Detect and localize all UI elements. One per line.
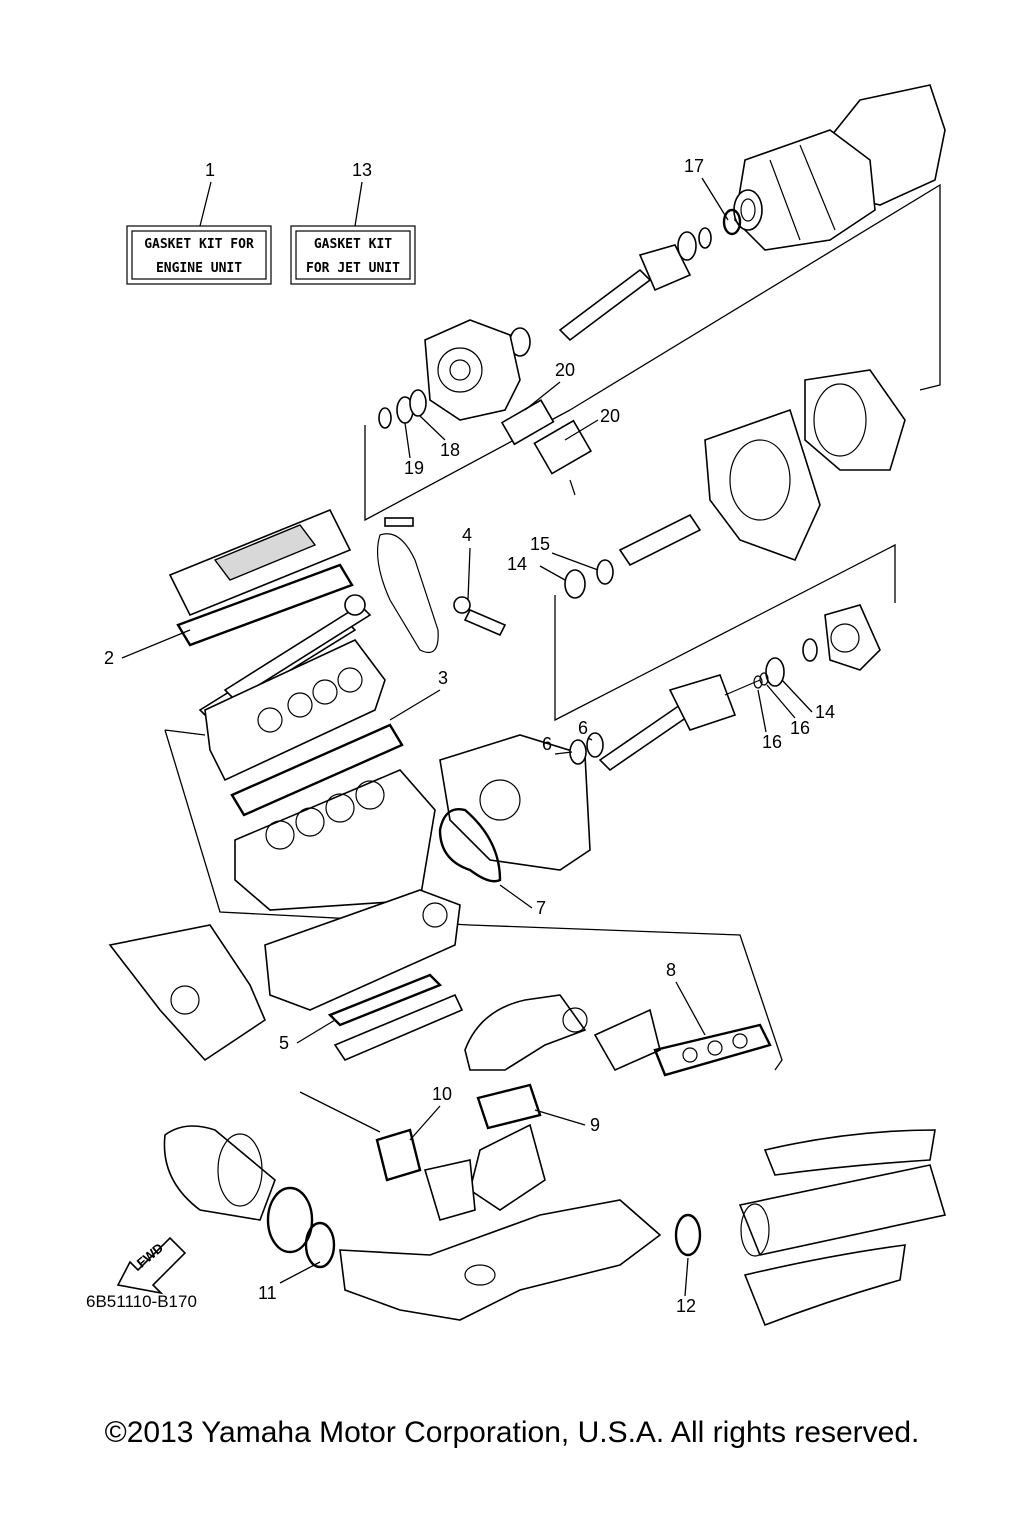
water-pump (453, 596, 507, 637)
exhaust-pipe (464, 994, 661, 1072)
gasket-9 (476, 1083, 542, 1130)
impeller-shaft-upper (509, 227, 712, 357)
copyright-notice: ©2013 Yamaha Motor Corporation, U.S.A. A… (104, 1416, 920, 1449)
fwd-arrow: FWD (116, 1236, 187, 1295)
kit-box-engine: 1 GASKET KIT FOR ENGINE UNIT (126, 160, 272, 285)
crankcase-cover (439, 734, 591, 871)
gasket-10 (375, 1128, 422, 1182)
seal-15 (596, 559, 614, 585)
head-gasket (230, 723, 404, 817)
seal-14b (765, 657, 785, 687)
callout-18: 18 (440, 440, 460, 460)
callout-12: 12 (676, 1296, 696, 1316)
callout-14-a: 14 (507, 554, 527, 574)
pump-housing (424, 319, 521, 421)
seal-19a (378, 407, 392, 429)
hose-cover-lower (743, 1244, 906, 1327)
o-ring-16b (759, 672, 769, 686)
pump-cone (804, 369, 906, 471)
callout-1: 1 (205, 160, 215, 180)
seal-6a (569, 739, 587, 765)
exhaust-manifold-9 (423, 1123, 546, 1221)
callout-20-b: 20 (600, 406, 620, 426)
callout-19: 19 (404, 458, 424, 478)
callout-20-a: 20 (555, 360, 575, 380)
gasket-11 (304, 1221, 336, 1269)
kit-jet-line2: FOR JET UNIT (306, 261, 400, 276)
callout-16-b: 16 (790, 718, 810, 738)
bearing-housing (824, 604, 881, 671)
hose-cover-upper (763, 1129, 936, 1176)
clamp-11 (266, 1186, 314, 1254)
seal-18 (409, 389, 427, 417)
callout-14-b: 14 (815, 702, 835, 722)
oil-pan-gasket (327, 973, 443, 1027)
mount-plate (704, 408, 821, 562)
kit-box-jet: 13 GASKET KIT FOR JET UNIT (290, 160, 416, 285)
muffler (163, 1125, 276, 1221)
callout-5: 5 (279, 1033, 289, 1053)
timing-chain (376, 533, 439, 654)
jet-nozzle (733, 84, 946, 251)
exhaust-hose (738, 1164, 947, 1257)
intake-plate (500, 399, 593, 496)
kit-jet-line1: GASKET KIT (314, 237, 392, 252)
crankcase-left (108, 924, 266, 1062)
callout-17: 17 (684, 156, 704, 176)
lower-crankcase (264, 889, 461, 1011)
callout-3: 3 (438, 668, 448, 688)
oil-pan (333, 993, 464, 1061)
callout-11: 11 (258, 1283, 277, 1303)
cylinder-head (204, 639, 386, 782)
callout-6-b: 6 (578, 718, 588, 738)
cylinder-block (234, 769, 436, 911)
callout-7: 7 (536, 898, 546, 918)
cover-gasket (438, 808, 502, 883)
callout-6-a: 6 (542, 734, 552, 754)
valve-cover-gasket (176, 563, 354, 647)
callout-13: 13 (352, 160, 372, 180)
o-ring-16a (753, 675, 763, 689)
chain-guide (384, 517, 414, 527)
callout-16-a: 16 (762, 732, 782, 752)
drawing-code: 6B51110-B170 (86, 1292, 197, 1311)
seal-14a (564, 569, 586, 599)
impeller-shaft-lower (598, 674, 761, 772)
kit-engine-line1: GASKET KIT FOR (144, 237, 254, 252)
callout-9: 9 (590, 1115, 600, 1135)
kit-engine-line2: ENGINE UNIT (156, 261, 242, 276)
o-ring-17 (722, 208, 742, 236)
callout-15: 15 (530, 534, 550, 554)
seal-6b (586, 732, 604, 758)
gasket-12 (674, 1213, 702, 1257)
exhaust-gasket-8 (653, 1023, 772, 1077)
water-lock (339, 1199, 662, 1321)
callout-2: 2 (104, 648, 114, 668)
callout-10: 10 (432, 1084, 452, 1104)
callout-4: 4 (462, 525, 472, 545)
callout-8: 8 (666, 960, 676, 980)
valve-cover (168, 508, 352, 617)
